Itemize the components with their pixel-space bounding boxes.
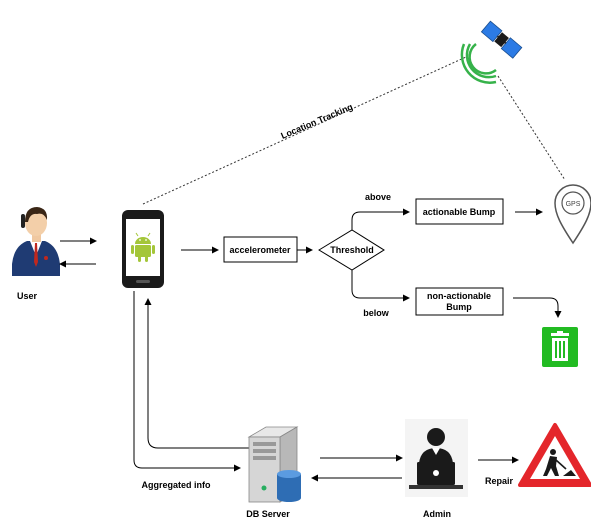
satellite-icon bbox=[460, 20, 523, 84]
threshold-diamond bbox=[318, 229, 385, 271]
gps-pin-icon: GPS bbox=[554, 184, 591, 245]
user-label: User bbox=[17, 291, 38, 301]
above-label: above bbox=[365, 192, 391, 202]
threshold-label: Threshold bbox=[330, 245, 374, 255]
location-tracking-line bbox=[142, 56, 467, 205]
location-tracking-label: Location Tracking bbox=[279, 102, 354, 141]
road-work-sign-icon bbox=[518, 423, 591, 487]
server-database-icon bbox=[247, 426, 301, 503]
server-to-phone-arrow bbox=[144, 298, 250, 449]
user-avatar-icon bbox=[12, 207, 60, 276]
satellite-gps-link-line bbox=[497, 75, 566, 181]
non-actionable-to-trash-arrow bbox=[513, 297, 562, 318]
actionable-bump-label: actionable Bump bbox=[423, 207, 496, 217]
non-actionable-bump-label-line1: non-actionable bbox=[427, 291, 491, 301]
phone-to-server-arrow bbox=[133, 291, 241, 472]
accelerometer-label: accelerometer bbox=[229, 245, 291, 255]
actionable-bump-box bbox=[415, 198, 504, 225]
non-actionable-bump-label-line2: Bump bbox=[446, 302, 472, 312]
repair-label: Repair bbox=[485, 476, 514, 486]
db-server-label: DB Server bbox=[246, 509, 290, 519]
threshold-above-arrow bbox=[351, 208, 410, 230]
aggregated-info-label: Aggregated info bbox=[142, 480, 212, 490]
below-label: below bbox=[363, 308, 390, 318]
android-phone-icon bbox=[122, 210, 164, 288]
threshold-below-arrow bbox=[351, 270, 410, 302]
non-actionable-bump-box bbox=[415, 287, 504, 316]
gps-pin-label: GPS bbox=[566, 201, 581, 208]
admin-laptop-icon bbox=[405, 419, 468, 497]
trash-icon bbox=[542, 327, 578, 367]
accelerometer-box bbox=[223, 236, 298, 263]
admin-label: Admin bbox=[423, 509, 451, 519]
